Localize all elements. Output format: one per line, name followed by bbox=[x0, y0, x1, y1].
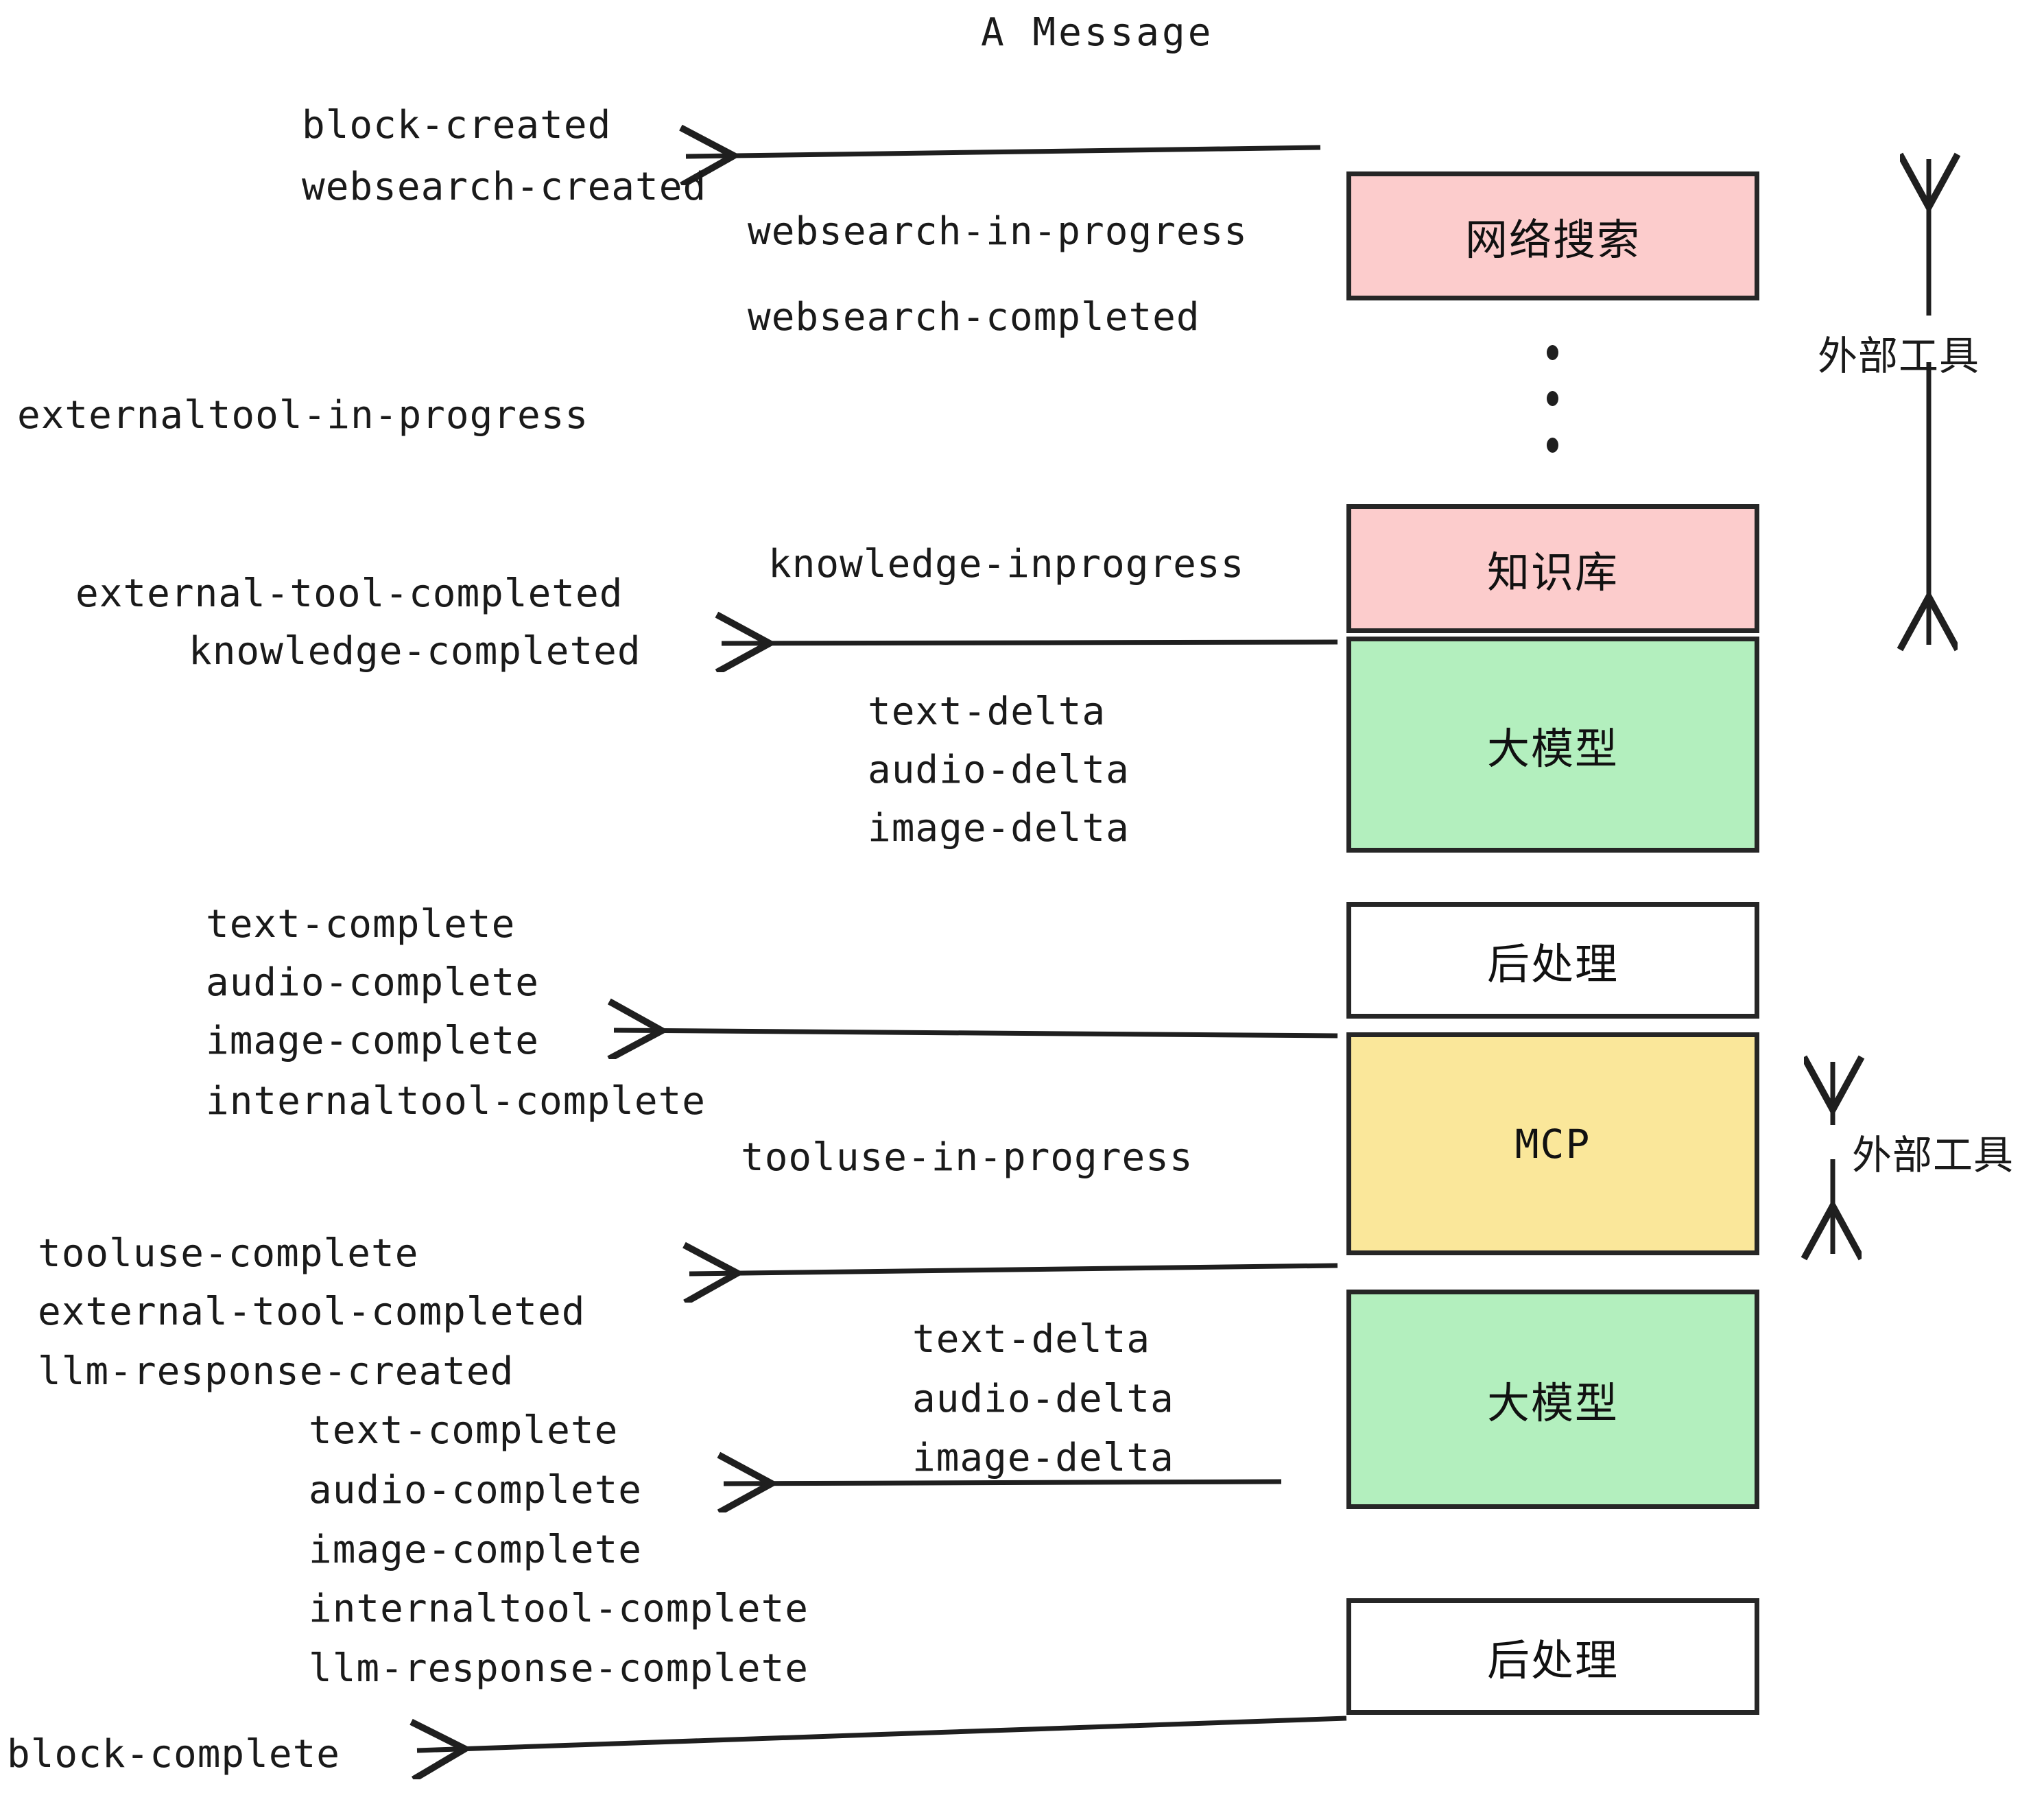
event-image-delta-second: image-delta bbox=[912, 1436, 1174, 1480]
box-postprocess-first[interactable]: 后处理 bbox=[1346, 902, 1759, 1019]
event-image-delta-first: image-delta bbox=[868, 806, 1130, 851]
event-block-complete: block-complete bbox=[7, 1732, 341, 1777]
arrow-llm2-to-audiocomplete bbox=[724, 1482, 1282, 1484]
event-external-tool-completed-second: external-tool-completed bbox=[38, 1290, 586, 1334]
event-text-complete-second: text-complete bbox=[309, 1408, 619, 1453]
event-block-created: block-created bbox=[302, 103, 612, 147]
arrow-knowledge-to-completed bbox=[722, 642, 1338, 643]
arrow-websearch-to-blockcreated bbox=[686, 147, 1321, 156]
event-text-delta-second: text-delta bbox=[912, 1317, 1151, 1362]
event-audio-complete-second: audio-complete bbox=[309, 1468, 643, 1512]
page-title: A Message bbox=[981, 10, 1214, 55]
event-audio-delta-first: audio-delta bbox=[868, 748, 1130, 792]
side-label-external-tools-bottom: 外部工具 bbox=[1852, 1132, 2015, 1178]
ellipsis-dot bbox=[1547, 391, 1558, 406]
event-image-complete-second: image-complete bbox=[309, 1528, 643, 1572]
event-text-delta-first: text-delta bbox=[868, 689, 1106, 734]
box-mcp[interactable]: MCP bbox=[1346, 1032, 1759, 1255]
box-knowledge[interactable]: 知识库 bbox=[1346, 504, 1759, 633]
side-label-external-tools-top: 外部工具 bbox=[1818, 333, 1980, 379]
ellipsis-dot bbox=[1547, 345, 1558, 360]
event-external-tool-completed-first: external-tool-completed bbox=[75, 571, 623, 616]
event-tooluse-in-progress: tooluse-in-progress bbox=[741, 1135, 1193, 1180]
ellipsis-dot bbox=[1547, 438, 1558, 453]
event-websearch-created: websearch-created bbox=[302, 165, 707, 209]
event-websearch-completed: websearch-completed bbox=[748, 295, 1200, 340]
arrow-postprocess2-to-blockcomplete bbox=[417, 1716, 1347, 1750]
arrow-postprocess1-to-imagecomplete bbox=[614, 1030, 1338, 1036]
event-text-complete-first: text-complete bbox=[206, 902, 516, 947]
event-internaltool-complete-first: internaltool-complete bbox=[206, 1079, 706, 1124]
box-websearch[interactable]: 网络搜索 bbox=[1346, 171, 1759, 300]
event-image-complete-first: image-complete bbox=[206, 1019, 540, 1063]
event-externaltool-in-progress: externaltool-in-progress bbox=[17, 393, 589, 438]
event-llm-response-complete: llm-response-complete bbox=[309, 1646, 809, 1691]
arrow-mcp-to-toolusecomplete bbox=[689, 1266, 1338, 1274]
box-llm-first[interactable]: 大模型 bbox=[1346, 637, 1759, 853]
box-llm-second[interactable]: 大模型 bbox=[1346, 1290, 1759, 1509]
event-knowledge-inprogress: knowledge-inprogress bbox=[768, 542, 1245, 586]
event-knowledge-completed: knowledge-completed bbox=[189, 629, 641, 674]
event-audio-delta-second: audio-delta bbox=[912, 1377, 1174, 1421]
event-internaltool-complete-second: internaltool-complete bbox=[309, 1587, 809, 1631]
box-postprocess-second[interactable]: 后处理 bbox=[1346, 1598, 1759, 1715]
event-tooluse-complete: tooluse-complete bbox=[38, 1231, 419, 1276]
event-llm-response-created: llm-response-created bbox=[38, 1349, 514, 1394]
event-websearch-in-progress: websearch-in-progress bbox=[748, 209, 1248, 254]
event-audio-complete-first: audio-complete bbox=[206, 960, 540, 1005]
